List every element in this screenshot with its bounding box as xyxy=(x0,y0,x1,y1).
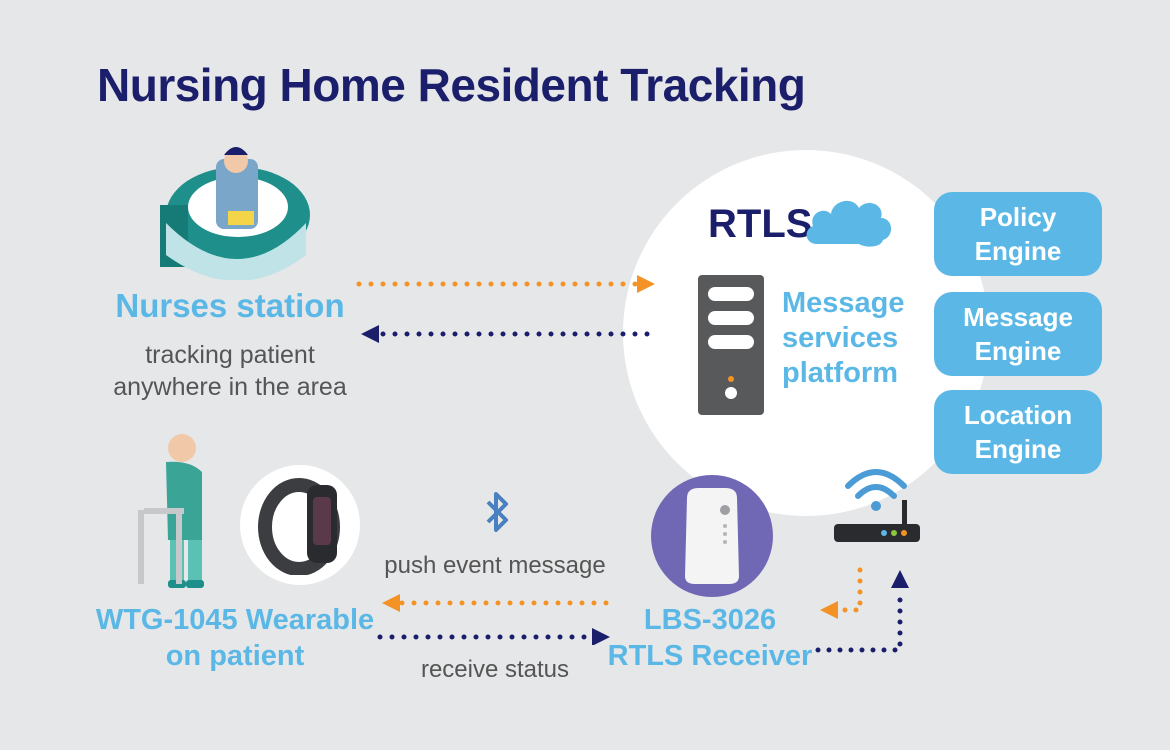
rtls-cloud-area xyxy=(623,150,989,516)
platform-line1: Message xyxy=(782,287,905,319)
engine-line2: Engine xyxy=(974,434,1062,464)
nurse-rtls-arrows xyxy=(356,275,662,343)
nurses-station-subtitle: tracking patient anywhere in the area xyxy=(90,339,370,403)
push-arrowhead xyxy=(382,594,400,612)
bluetooth-icon xyxy=(486,492,508,532)
receive-status-label: receive status xyxy=(420,656,570,683)
message-platform-label: Message services platform xyxy=(782,286,905,391)
elderly-patient-icon xyxy=(138,434,204,588)
receiver-label: LBS-3026 RTLS Receiver xyxy=(605,602,815,674)
wearable-line1: WTG-1045 Wearable xyxy=(95,604,375,636)
uplink-arrowhead xyxy=(820,601,838,619)
server-icon xyxy=(698,275,764,415)
platform-line2: services xyxy=(782,322,899,354)
wearable-receiver-arrows xyxy=(377,594,617,645)
receiver-router-arrows xyxy=(815,567,909,653)
receiver-line2: RTLS Receiver xyxy=(607,640,813,672)
downlink-arrowhead xyxy=(891,570,909,588)
wifi-router-icon xyxy=(834,469,920,542)
page-title: Nursing Home Resident Tracking xyxy=(97,59,806,111)
subtitle-line1: tracking patient xyxy=(145,341,315,369)
uplink-arrow-line xyxy=(837,567,863,613)
wearable-label: WTG-1045 Wearable on patient xyxy=(80,602,390,674)
platform-line3: platform xyxy=(782,357,898,389)
engine-line1: Policy xyxy=(979,202,1057,232)
engine-line2: Engine xyxy=(974,236,1062,266)
cloud-icon xyxy=(806,200,892,247)
engine-line1: Location xyxy=(963,400,1073,430)
receiver-line1: LBS-3026 xyxy=(643,604,777,636)
incoming-arrowhead xyxy=(361,325,379,343)
receive-arrowhead xyxy=(592,628,610,645)
engine-line2: Engine xyxy=(974,336,1062,366)
downlink-arrow-line xyxy=(815,587,903,653)
subtitle-line2: anywhere in the area xyxy=(113,373,347,401)
wearable-line2: on patient xyxy=(165,640,305,672)
engine-line1: Message xyxy=(963,302,1073,332)
push-event-label: push event message xyxy=(384,552,606,579)
wristband-icon xyxy=(258,478,340,575)
nurse-desk-icon xyxy=(160,147,310,280)
receiver-device-icon xyxy=(685,488,739,584)
rtls-label: RTLS xyxy=(708,202,813,246)
outgoing-arrowhead xyxy=(637,275,655,293)
nurses-station-title: Nurses station xyxy=(115,287,345,324)
